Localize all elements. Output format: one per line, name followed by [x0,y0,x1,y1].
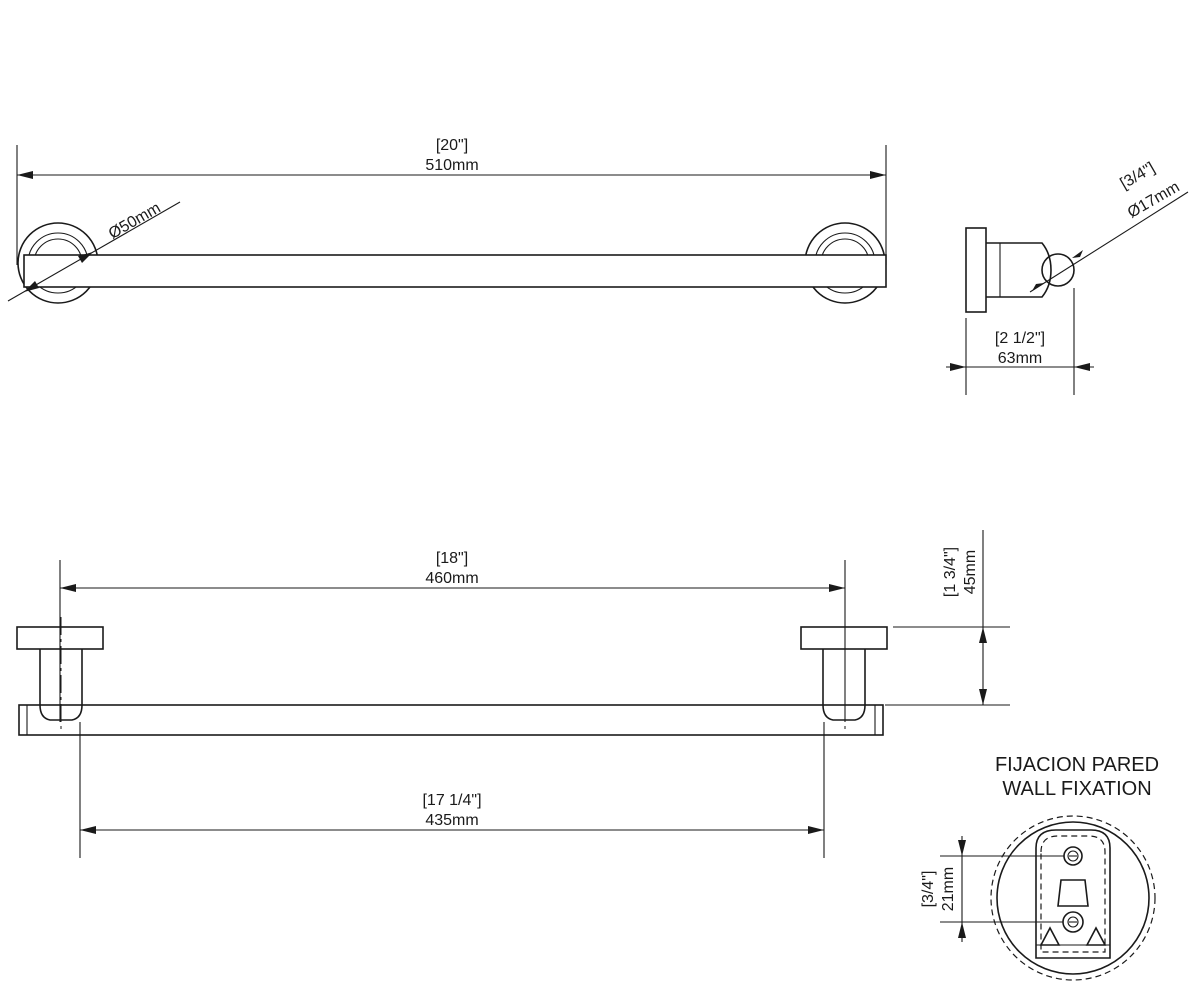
center-distance-inches: [18"] [436,550,468,567]
post-height-mm: 45mm [962,550,979,594]
flange-diameter-label: Ø50mm [106,200,164,243]
post-height-inches: [1 3/4"] [942,547,959,597]
overall-length-mm: 510mm [425,157,478,174]
top-view: [20"] 510mm Ø50mm [7,137,887,304]
towel-bar-top [23,254,887,288]
wall-fixation-title-english: WALL FIXATION [1002,778,1151,800]
bar-diameter-leader [1029,191,1189,293]
projection-inches: [2 1/2"] [995,330,1045,347]
bar-diameter-inches: [3/4"] [1118,160,1158,193]
hole-spacing-inches: [3/4"] [920,871,937,908]
right-clip [1085,926,1107,946]
inner-distance-inches: [17 1/4"] [422,792,481,809]
inner-distance-mm: 435mm [425,812,478,829]
left-post-front [16,617,104,730]
bar-cross-section [1041,253,1075,287]
mounting-plate [1035,829,1111,959]
front-view: [18"] 460mm [17 1/4"] 435mm [ [16,530,1010,858]
hole-spacing-mm: 21mm [940,867,957,911]
side-view: [3/4"] Ø17mm [2 1/2"] 63mm [946,160,1189,395]
projection-mm: 63mm [998,350,1042,367]
center-block [1057,879,1089,907]
right-post-front [800,617,888,730]
wall-fixation-title-spanish: FIJACION PARED [995,754,1159,776]
post-side [986,242,1052,298]
wall-plate-side [965,227,987,313]
wall-fixation-detail: FIJACION PARED WALL FIXATION [3/4"] 21mm [920,754,1159,981]
towel-bar-front [18,704,884,736]
center-distance-mm: 460mm [425,570,478,587]
left-clip [1039,926,1061,946]
overall-length-inches: [20"] [436,137,468,154]
